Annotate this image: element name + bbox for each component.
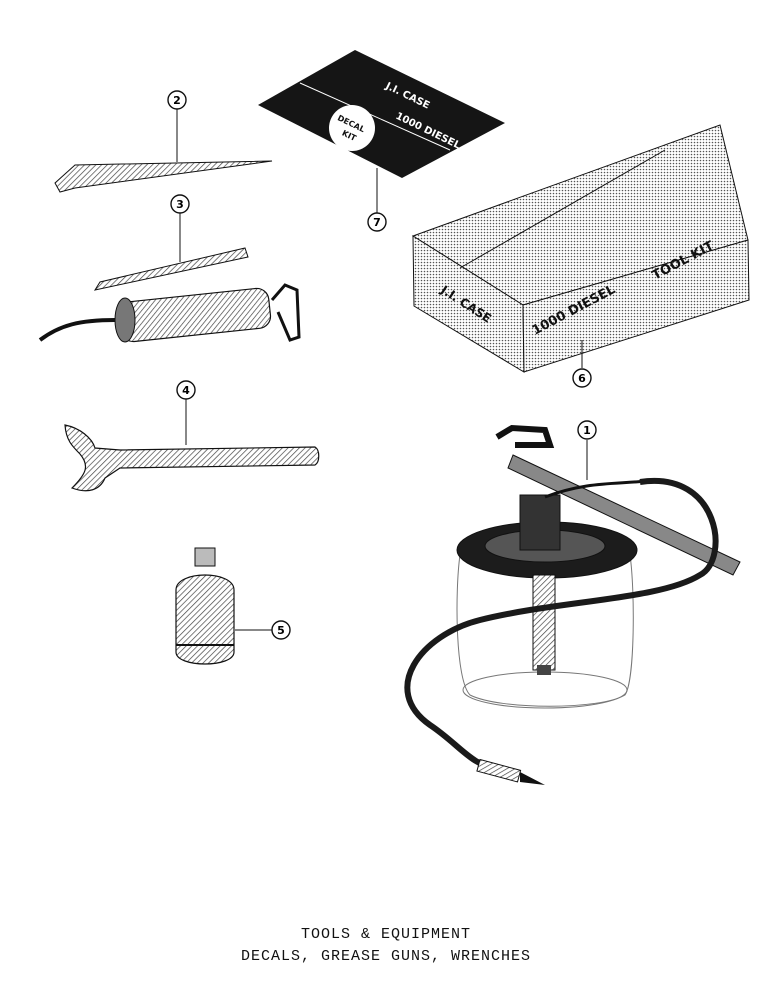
caption-title: TOOLS & EQUIPMENT <box>300 926 472 943</box>
callout-1: 1 <box>577 420 597 440</box>
decal-kit-badge <box>329 105 375 151</box>
tool-kit-box: J.I. CASE 1000 DIESEL TOOL KIT <box>411 124 750 373</box>
callout-3: 3 <box>170 194 190 214</box>
callout-5-text: 5 <box>277 624 285 637</box>
callout-1-text: 1 <box>583 424 591 437</box>
callout-3-text: 3 <box>176 198 184 211</box>
parts-diagram: J.I. CASE 1000 DIESEL DECAL KIT J. <box>38 50 750 785</box>
callout-4-text: 4 <box>182 384 190 397</box>
callout-6: 6 <box>572 368 592 388</box>
callout-4: 4 <box>176 380 196 400</box>
grease-gun <box>38 213 301 343</box>
callout-2: 2 <box>167 90 187 110</box>
callout-2-text: 2 <box>173 94 181 107</box>
punch-tool <box>54 108 273 193</box>
callout-6-text: 6 <box>578 372 586 385</box>
oil-can <box>175 547 272 665</box>
decal-kit: J.I. CASE 1000 DIESEL DECAL KIT <box>258 50 505 213</box>
callout-7: 7 <box>367 212 387 232</box>
open-end-wrench <box>64 398 320 492</box>
callout-5: 5 <box>271 620 291 640</box>
bucket-grease-pump <box>404 424 741 785</box>
callout-7-text: 7 <box>373 216 381 229</box>
caption-subtitle: DECALS, GREASE GUNS, WRENCHES <box>240 948 532 965</box>
